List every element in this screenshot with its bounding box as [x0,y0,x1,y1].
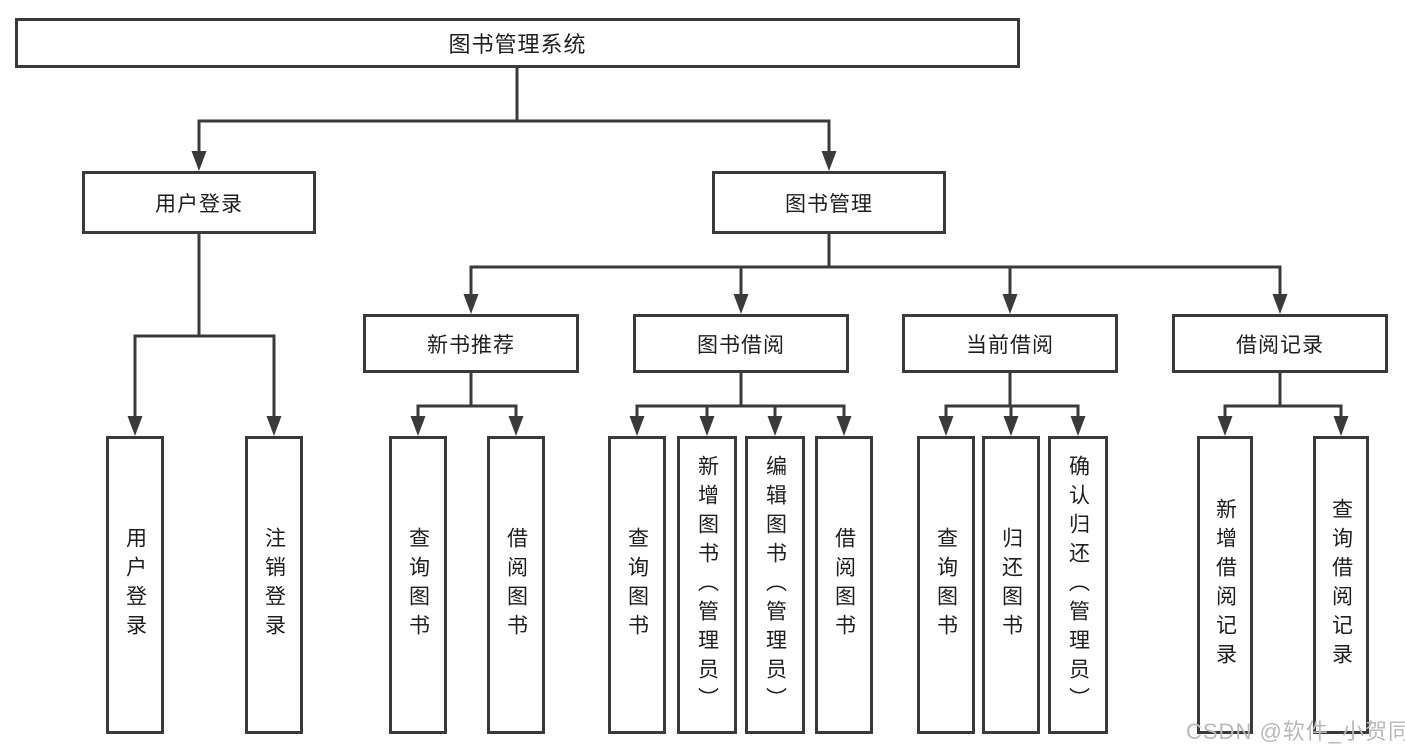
node-book-borrowing: 图书借阅 [633,314,849,373]
leaf-label: 查询图书 [406,527,430,643]
node-user-login: 用户登录 [82,171,316,234]
leaf-query-books-recommend: 查询图书 [389,436,447,734]
leaf-query-books-borrowing: 查询图书 [608,436,666,734]
node-new-book-recommend: 新书推荐 [363,314,579,373]
leaf-label: 确认归还（管理员） [1066,454,1090,716]
leaf-logout: 注销登录 [245,436,303,734]
node-label: 新书推荐 [427,333,515,357]
node-label: 图书管理系统 [448,32,587,57]
connector-borrowing-to-leaves [635,373,846,418]
node-label: 图书借阅 [697,333,785,357]
leaf-borrow-books: 借阅图书 [815,436,873,734]
connector-user-login-to-leaves [133,234,276,418]
node-label: 借阅记录 [1236,333,1324,357]
leaf-query-books-current: 查询图书 [917,436,975,734]
node-label: 图书管理 [785,192,873,216]
leaf-label: 新增借阅记录 [1213,498,1237,672]
leaf-label: 查询图书 [934,527,958,643]
node-label: 用户登录 [155,192,243,216]
leaf-borrow-books-recommend: 借阅图书 [487,436,545,734]
leaf-label: 借阅图书 [832,527,856,643]
node-current-borrowing: 当前借阅 [902,314,1118,373]
connector-root-to-level2 [197,68,831,153]
connector-new-books-to-leaves [416,373,518,418]
leaf-label: 归还图书 [999,527,1023,643]
leaf-label: 编辑图书（管理员） [763,454,787,716]
leaf-edit-books-admin: 编辑图书（管理员） [745,436,805,734]
connector-book-mgmt-to-level3 [469,234,1282,296]
node-library-system-root: 图书管理系统 [15,18,1020,68]
leaf-return-books: 归还图书 [982,436,1040,734]
connector-current-to-leaves [944,373,1080,418]
node-book-management: 图书管理 [712,171,946,234]
leaf-label: 查询借阅记录 [1329,498,1353,672]
leaf-label: 借阅图书 [504,527,528,643]
node-label: 当前借阅 [966,333,1054,357]
leaf-label: 新增图书（管理员） [695,454,719,716]
leaf-add-borrow-record: 新增借阅记录 [1197,436,1253,734]
csdn-watermark: CSDN @软件_小贺同学 [1186,719,1405,744]
leaf-user-login: 用户登录 [106,436,164,734]
leaf-label: 用户登录 [123,527,147,643]
leaf-query-borrow-record: 查询借阅记录 [1313,436,1369,734]
leaf-confirm-return-admin: 确认归还（管理员） [1048,436,1108,734]
leaf-label: 查询图书 [625,527,649,643]
connector-records-to-leaves [1223,373,1343,418]
leaf-add-books-admin: 新增图书（管理员） [677,436,737,734]
leaf-label: 注销登录 [262,527,286,643]
node-borrow-records: 借阅记录 [1172,314,1388,373]
